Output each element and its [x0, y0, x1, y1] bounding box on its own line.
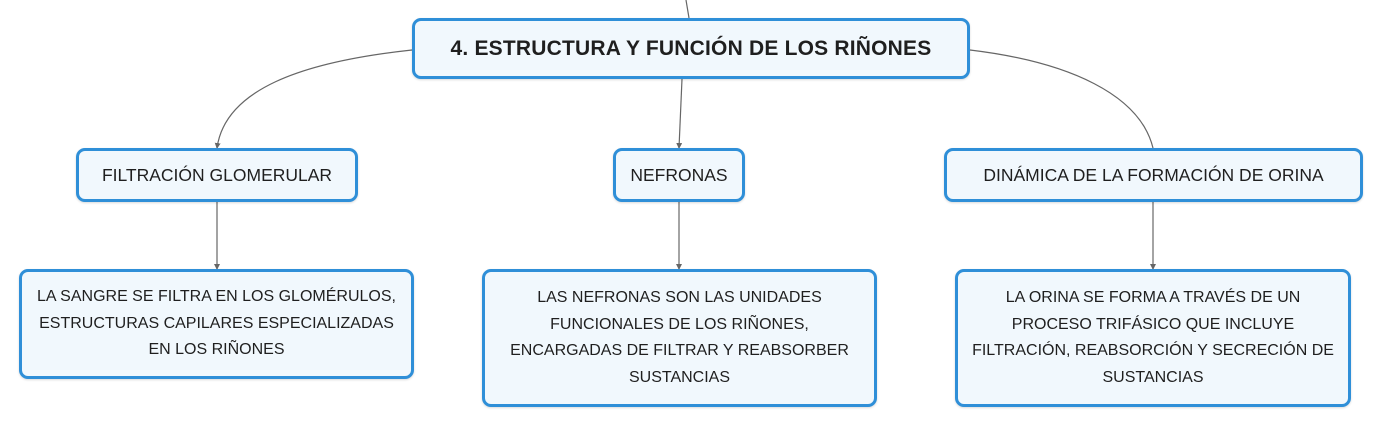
detail-node-nefronas[interactable]: LAS NEFRONAS SON LAS UNIDADES FUNCIONALE… [482, 269, 877, 407]
detail-line: LA SANGRE SE FILTRA EN LOS GLOMÉRULOS, [37, 288, 396, 306]
detail-text: LA ORINA SE FORMA A TRAVÉS DE UN PROCESO… [972, 285, 1334, 391]
detail-line: SUSTANCIAS [1102, 368, 1204, 386]
connector-root-to-nefronas [676, 78, 683, 149]
detail-text: LAS NEFRONAS SON LAS UNIDADES FUNCIONALE… [510, 285, 849, 391]
topic-label: FILTRACIÓN GLOMERULAR [101, 164, 333, 185]
detail-line: EN LOS RIÑONES [148, 341, 285, 359]
detail-line: FILTRACIÓN, REABSORCIÓN Y SECRECIÓN DE [972, 342, 1334, 359]
detail-line: LAS NEFRONAS SON LAS UNIDADES [537, 289, 822, 306]
detail-line: ENCARGADAS DE FILTRAR Y REABSORBER [510, 342, 849, 359]
topic-node-filtracion-glomerular[interactable]: FILTRACIÓN GLOMERULAR [76, 148, 358, 202]
detail-text: LA SANGRE SE FILTRA EN LOS GLOMÉRULOS, E… [37, 284, 396, 364]
topic-node-nefronas[interactable]: NEFRONAS [613, 148, 745, 202]
topic-label: DINÁMICA DE LA FORMACIÓN DE ORINA [983, 164, 1324, 185]
detail-node-dinamica-formacion-orina[interactable]: LA ORINA SE FORMA A TRAVÉS DE UN PROCESO… [955, 269, 1351, 407]
connector-root-to-filtracion [214, 49, 413, 149]
root-topic-title: 4. ESTRUCTURA Y FUNCIÓN DE LOS RIÑONES [450, 36, 932, 60]
topic-label: NEFRONAS [630, 164, 728, 185]
root-topic-node[interactable]: 4. ESTRUCTURA Y FUNCIÓN DE LOS RIÑONES [412, 18, 970, 79]
connector-root-to-dinamica [969, 49, 1154, 149]
detail-line: ESTRUCTURAS CAPILARES ESPECIALIZADAS [39, 314, 394, 332]
detail-line: SUSTANCIAS [628, 368, 731, 386]
detail-line: LA ORINA SE FORMA A TRAVÉS DE UN [1005, 289, 1301, 306]
topic-node-dinamica-formacion-orina[interactable]: DINÁMICA DE LA FORMACIÓN DE ORINA [944, 148, 1363, 202]
detail-node-filtracion-glomerular[interactable]: LA SANGRE SE FILTRA EN LOS GLOMÉRULOS, E… [19, 269, 414, 379]
detail-line: PROCESO TRIFÁSICO QUE INCLUYE [1011, 315, 1295, 333]
detail-line: FUNCIONALES DE LOS RIÑONES, [550, 315, 809, 333]
connector-parent-to-root [685, 0, 690, 19]
